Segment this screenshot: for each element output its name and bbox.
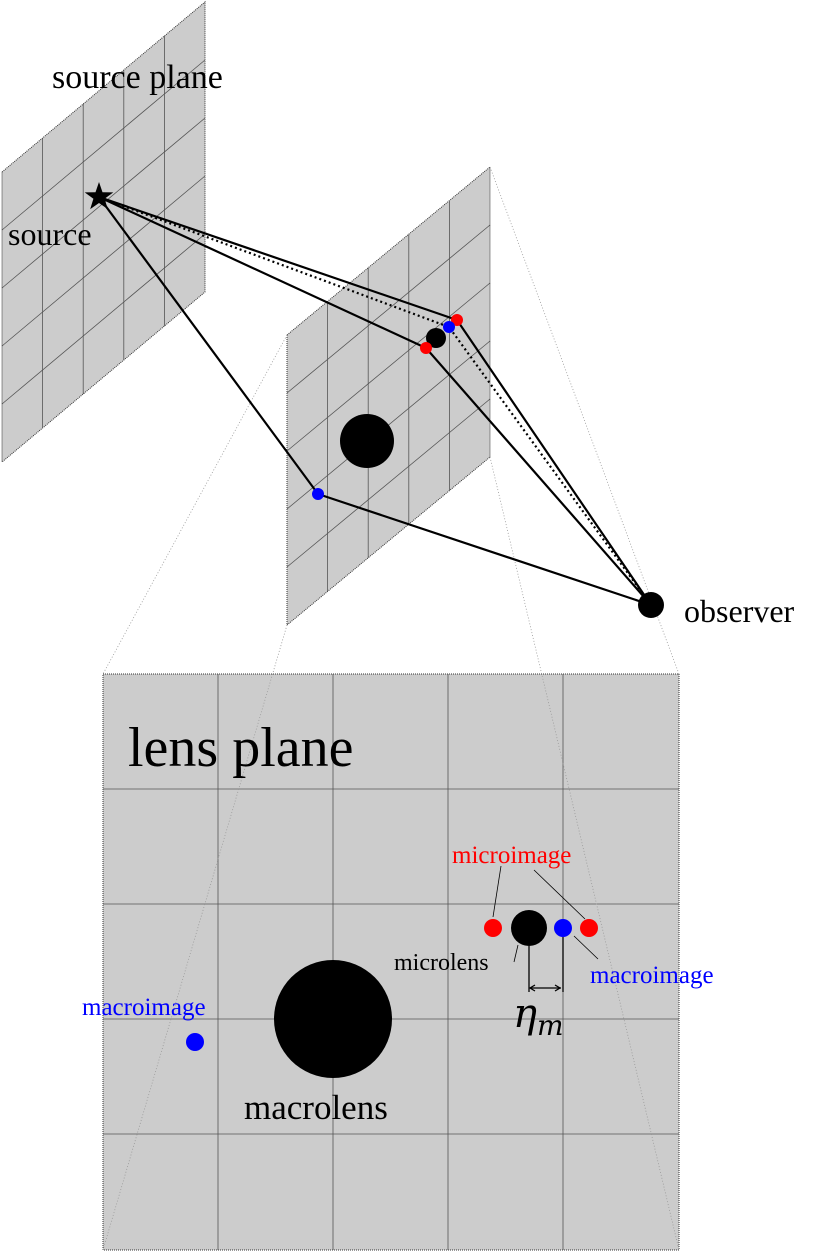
microlens-small [426,328,446,348]
eta-measurement [528,937,564,992]
eta-subscript: m [537,1009,564,1042]
macroimage-small-left [312,488,324,500]
source-label: source [8,216,92,252]
microlens [511,910,547,946]
microlens-label: microlens [394,950,489,976]
source-plane [1,0,206,464]
eta-symbol: η [513,991,537,1037]
microimage-left [484,919,502,937]
macroimage-left-label: macroimage [82,994,206,1021]
source-plane-grid [1,36,206,428]
microimage-right [580,919,598,937]
observer-point [638,592,664,618]
microimage-small-lower [420,342,432,354]
microimage-label: microimage [452,842,571,869]
star-icon [84,182,114,210]
macroimage-left [186,1033,204,1051]
source-plane-label: source plane [52,59,223,96]
leader-lines [492,865,599,963]
macroimage-small-right [443,321,455,333]
macroimage-right-label: macroimage [590,962,714,989]
lens-plane-label: lens plane [128,717,353,779]
macrolens-small [340,414,394,468]
lens-plane-enlarged [102,673,680,1251]
macrolens-label: macrolens [244,1088,388,1127]
observer-label: observer [684,593,795,629]
lens-plane-perspective [286,165,491,627]
microimage-small-upper [451,314,463,326]
eta-m-label: ηm [513,991,564,1042]
projection-lines [102,166,680,1251]
macrolens [274,960,392,1078]
macroimage-right [554,919,572,937]
